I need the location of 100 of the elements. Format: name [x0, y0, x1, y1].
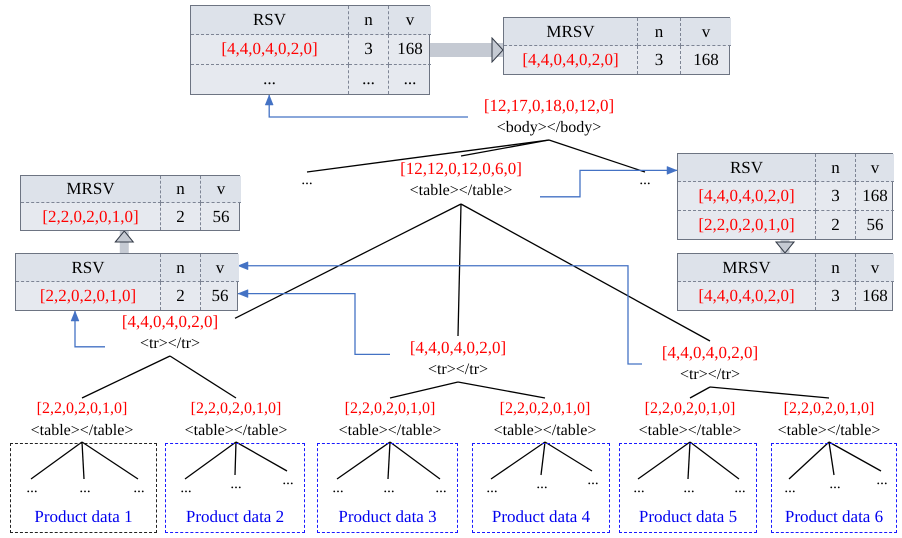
- tree-line: [540, 442, 546, 476]
- table-cell: 2: [161, 203, 201, 230]
- dashed-group-box: [10, 443, 157, 533]
- group-label: Product data 4: [490, 507, 592, 527]
- column-header: v: [201, 254, 239, 282]
- column-header: MRSV: [21, 176, 161, 203]
- tree-line: [234, 442, 237, 476]
- column-header: n: [161, 254, 201, 282]
- data-table: [190, 5, 430, 95]
- column-header: n: [349, 6, 389, 36]
- column-header: n: [161, 176, 201, 203]
- block-arrow: [776, 240, 794, 254]
- tag-text: <table></table>: [410, 181, 512, 201]
- tree-line: [544, 441, 592, 472]
- tree-line: [390, 441, 440, 480]
- tree-line: [82, 441, 138, 480]
- ellipsis-text: ...: [324, 480, 352, 496]
- arrow: [238, 289, 390, 356]
- tree-line: [82, 355, 170, 399]
- tree-line: [460, 139, 550, 157]
- tree-line: [306, 139, 550, 173]
- group-label: Product data 1: [33, 507, 134, 527]
- table-cell-text: 56: [210, 285, 230, 307]
- vector-text: [2,2,0,2,0,1,0]: [344, 399, 436, 419]
- ellipsis-text: ...: [528, 476, 556, 492]
- table-cell-text: 56: [212, 206, 230, 228]
- table-cell: 3: [816, 282, 856, 310]
- dashed-group-box: [619, 443, 757, 533]
- table-cell: 168: [389, 35, 431, 65]
- ellipsis-text: ...: [625, 480, 653, 496]
- dashed-group-box: [165, 443, 305, 533]
- vector-text: [2,2,0,2,0,1,0]: [36, 399, 128, 419]
- vector-text: [2,2,0,2,0,1,0]: [644, 399, 736, 419]
- tree-line: [548, 139, 646, 173]
- tree-line: [690, 386, 710, 399]
- tree-line: [788, 442, 830, 480]
- table-cell: [4,4,0,4,0,2,0]: [191, 35, 349, 65]
- column-header: v: [856, 254, 894, 282]
- table-cell-text: ...: [402, 68, 418, 90]
- table-cell: [4,4,0,4,0,2,0]: [504, 46, 638, 74]
- table-cell: [4,4,0,4,0,2,0]: [678, 282, 816, 310]
- arrow: [238, 262, 642, 365]
- tree-line: [460, 203, 710, 342]
- table-cell: 2: [816, 210, 856, 239]
- vector-text: [4,4,0,4,0,2,0]: [410, 337, 506, 359]
- table-cell: 3: [349, 35, 389, 65]
- vector-text: [2,2,0,2,0,1,0]: [190, 399, 282, 419]
- arrow: [540, 166, 678, 198]
- tree-line: [710, 386, 830, 399]
- ellipsis-text: ...: [274, 472, 302, 488]
- vector-text: [12,17,0,18,0,12,0]: [484, 95, 614, 117]
- dashed-group-box: [317, 443, 458, 533]
- column-header: n: [816, 254, 856, 282]
- ellipsis-text: ...: [125, 480, 153, 496]
- tree-line: [336, 441, 390, 480]
- column-header: MRSV: [504, 18, 638, 46]
- tag-text: <table></table>: [30, 421, 134, 441]
- table-cell: [2,2,0,2,0,1,0]: [678, 210, 816, 239]
- column-header: RSV: [678, 154, 816, 182]
- vector-text: [2,2,0,2,0,1,0]: [500, 399, 590, 419]
- arrow: [264, 94, 468, 118]
- column-header: v: [856, 154, 894, 182]
- column-header: n: [638, 18, 681, 46]
- table-cell: 2: [161, 282, 201, 310]
- tree-line: [457, 204, 462, 336]
- arrow: [70, 310, 105, 348]
- ellipsis-text: ...: [375, 480, 403, 496]
- block-arrow: [430, 38, 504, 62]
- tag-text: <tr></tr>: [680, 365, 740, 385]
- ellipsis-text: ...: [71, 480, 99, 496]
- tree-line: [490, 441, 546, 480]
- tag-text: <tr></tr>: [428, 360, 488, 380]
- dashed-group-box: [771, 443, 897, 533]
- data-table: [503, 17, 730, 75]
- column-header: v: [681, 18, 731, 46]
- vector-text: [4,4,0,4,0,2,0]: [122, 311, 218, 333]
- table-cell-text: 56: [866, 214, 884, 236]
- table-cell: [2,2,0,2,0,1,0]: [21, 203, 161, 230]
- block-arrow: [114, 230, 134, 253]
- tree-line: [390, 381, 458, 399]
- tag-text: <tr></tr>: [140, 334, 200, 354]
- column-header: RSV: [16, 254, 161, 282]
- vector-text: [12,12,0,12,0,6,0]: [400, 158, 522, 180]
- table-cell: 3: [816, 182, 856, 211]
- tag-text: <table></table>: [638, 421, 742, 441]
- table-cell-text: 168: [861, 285, 889, 307]
- ellipsis-text: ...: [868, 472, 896, 488]
- group-label: Product data 3: [337, 507, 438, 527]
- column-header: RSV: [191, 6, 349, 36]
- tree-line: [458, 381, 546, 399]
- ellipsis-text: ...: [579, 472, 607, 488]
- tree-line: [687, 442, 691, 480]
- data-table: [15, 253, 238, 311]
- tree-line: [234, 203, 462, 319]
- tree-line: [828, 441, 882, 472]
- column-header: v: [201, 176, 241, 203]
- group-label: Product data 2: [184, 507, 286, 527]
- table-cell: [2,2,0,2,0,1,0]: [16, 282, 161, 310]
- tag-text: <table></table>: [184, 421, 288, 441]
- tag-text: <table></table>: [494, 421, 596, 441]
